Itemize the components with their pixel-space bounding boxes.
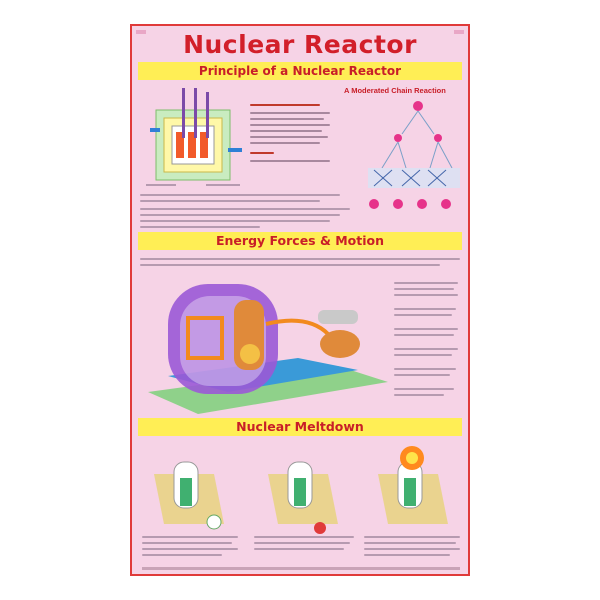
section-heading-energy: Energy Forces & Motion [138, 232, 462, 250]
poster: Nuclear Reactor Principle of a Nuclear R… [130, 24, 470, 576]
meltdown-stage-1 [154, 461, 224, 530]
section-heading-principle: Principle of a Nuclear Reactor [138, 62, 462, 80]
poster-title: Nuclear Reactor [183, 30, 417, 59]
pressurized-reactor-illustration [148, 284, 388, 414]
chain-reaction-caption: A Moderated Chain Reaction [344, 86, 446, 95]
meltdown-stage-3 [378, 446, 448, 524]
section-heading-meltdown: Nuclear Meltdown [138, 418, 462, 436]
corner-mark [136, 30, 146, 34]
meltdown-stage-2 [268, 461, 338, 534]
chain-reaction-diagram [368, 101, 460, 209]
corner-mark [454, 30, 464, 34]
poster-footer [142, 567, 460, 570]
reactor-schematic [146, 88, 242, 186]
